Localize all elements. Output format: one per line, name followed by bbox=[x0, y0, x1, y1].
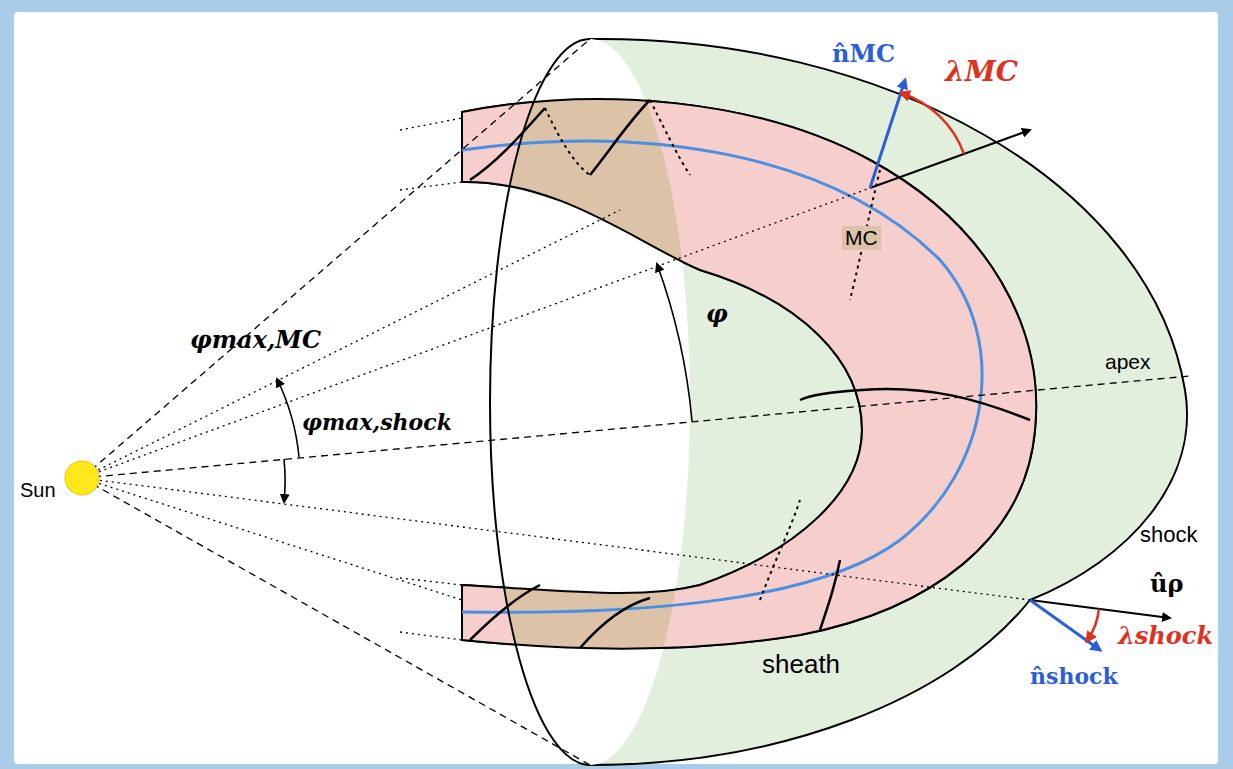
angle-label: λshock bbox=[1118, 622, 1213, 650]
vector-label: n̂MC bbox=[832, 40, 895, 68]
region-label: shock bbox=[1140, 522, 1197, 547]
region-label: sheath bbox=[762, 650, 840, 680]
sun-node: Sun bbox=[16, 455, 116, 505]
vector-label: ûρ bbox=[1150, 570, 1183, 598]
region-label: MC bbox=[842, 226, 881, 250]
sun-label: Sun bbox=[20, 479, 56, 502]
magnetic-cloud bbox=[462, 99, 1036, 649]
angle-label: φmax,shock bbox=[302, 410, 452, 435]
vector-label: n̂shock bbox=[1030, 664, 1118, 689]
region-label: apex bbox=[1105, 350, 1151, 374]
angle-label: λMC bbox=[945, 56, 1018, 88]
angle-label: φmax,MC bbox=[190, 326, 321, 354]
angle-label: φ bbox=[706, 300, 728, 328]
